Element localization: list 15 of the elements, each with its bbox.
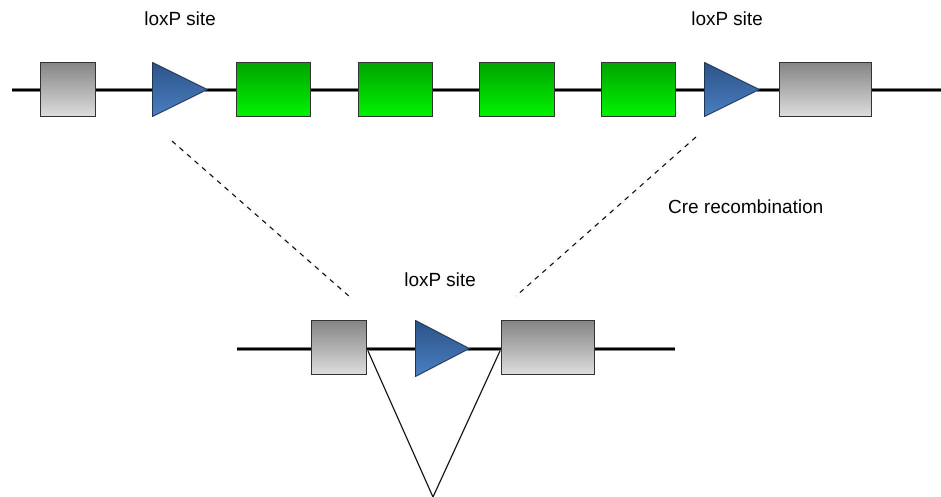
gene-box — [40, 62, 96, 117]
gene-box — [601, 62, 676, 117]
gene-box — [311, 320, 367, 375]
loxp-triangle — [704, 62, 760, 117]
site-label: loxP site — [404, 269, 476, 293]
gene-box — [236, 62, 311, 117]
gene-box — [358, 62, 433, 117]
site-label: loxP site — [691, 8, 763, 32]
loxp-triangle — [152, 62, 208, 117]
site-label: loxP site — [144, 8, 216, 32]
gene-box — [501, 320, 595, 375]
process-label: Cre recombination — [668, 196, 824, 220]
loxp-triangle — [415, 320, 470, 377]
gene-box — [479, 62, 555, 117]
gene-box — [779, 62, 872, 117]
